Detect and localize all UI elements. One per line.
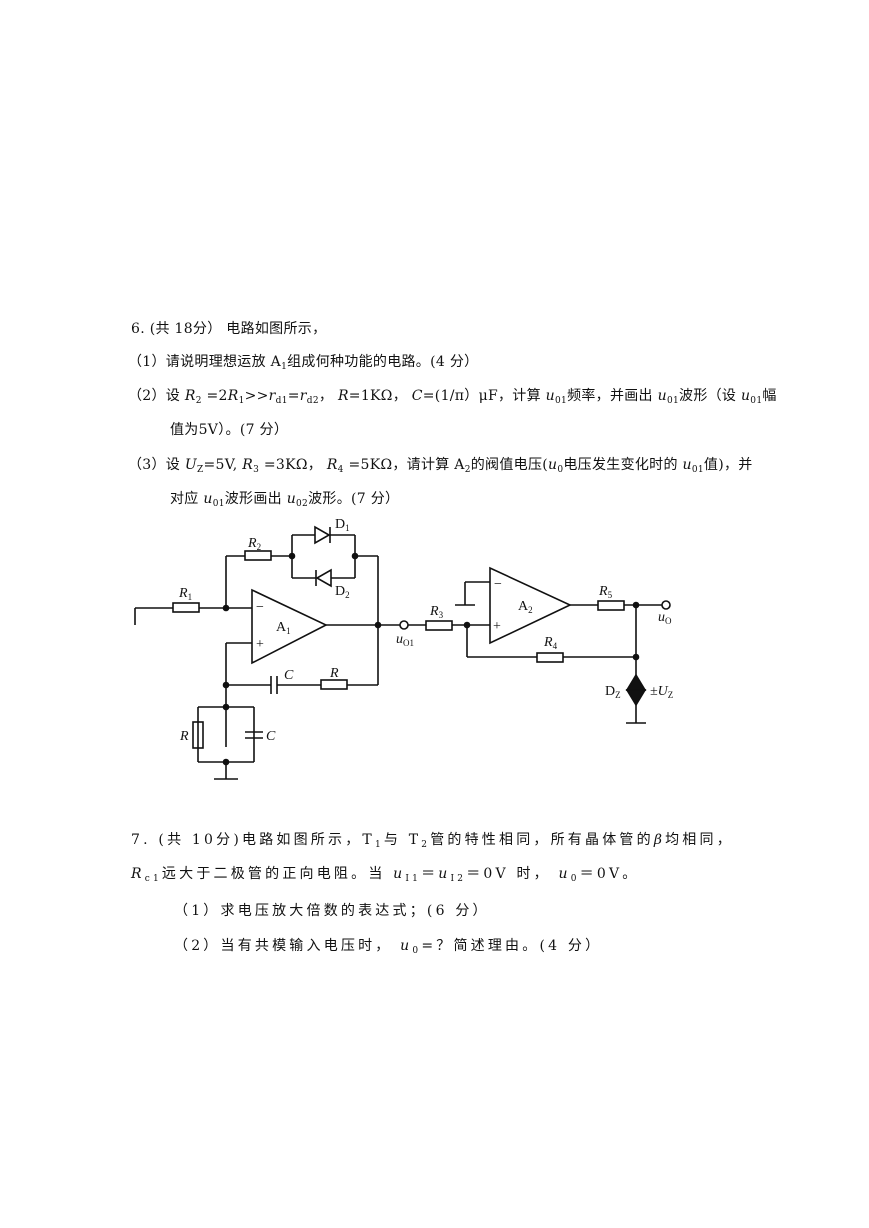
q7-part2: （2）当有共模输入电压时， u0=？简述理由。(4 分）	[174, 938, 603, 956]
opamp-a1	[251, 588, 328, 665]
ground-bottom-icon	[214, 762, 238, 780]
opamp-a2	[489, 566, 572, 645]
resistor-r2	[244, 550, 272, 561]
q6-part2-line2: 值为5V）。(7 分）	[170, 422, 289, 438]
label-c2: C	[266, 729, 276, 744]
diode-d1-icon	[314, 525, 331, 545]
label-r: R	[329, 666, 339, 681]
q6-part3-line2: 对应 u01波形画出 u02波形。(7 分）	[170, 491, 400, 509]
label-r5: R5	[598, 584, 613, 600]
ground-left-icon	[134, 607, 173, 625]
label-plus2: +	[493, 619, 501, 634]
label-minus2: −	[494, 577, 502, 592]
resistor-r4	[536, 652, 564, 663]
label-a2: A2	[518, 599, 533, 615]
q7-line1: 7. (共 10分)电路如图所示，T1与 T2管的特性相同，所有晶体管的β均相同…	[131, 832, 734, 850]
q6-heading: 6. (共 18分） 电路如图所示，	[131, 321, 327, 337]
label-r1: R1	[178, 586, 192, 602]
resistor-rb	[192, 721, 204, 749]
label-uz: ±UZ	[650, 684, 673, 700]
label-r2: R2	[247, 536, 261, 552]
label-r3: R3	[429, 604, 444, 620]
q7-part1: （1）求电压放大倍数的表达式；(6 分）	[174, 903, 490, 919]
label-c1: C	[284, 668, 294, 683]
zener-dz-icon	[625, 673, 647, 724]
ground-a2-icon	[455, 581, 490, 606]
q6-part1: （1）请说明理想运放 A1组成何种功能的电路。(4 分）	[128, 354, 479, 372]
resistor-r1	[172, 602, 200, 613]
label-dz: DZ	[605, 684, 621, 700]
q6-part3-line1: （3）设 UZ=5V, R3 =3KΩ， R4 =5KΩ，请计算 A2的阀值电压…	[128, 457, 753, 475]
terminal-uo1	[399, 620, 409, 630]
label-d1: D1	[335, 517, 350, 533]
circuit-diagram: D1 D2 R2 R1 A1 − + C R R C uO1 R3 A2 − +…	[134, 517, 673, 780]
label-rb: R	[179, 729, 189, 744]
terminal-uo	[661, 600, 671, 610]
label-plus1: +	[256, 637, 264, 652]
q6-part2-line1: （2）设 R2 =2R1>>rd1=rd2， R=1KΩ， C=(1/π）μF，…	[128, 388, 777, 406]
label-uo1: uO1	[396, 632, 414, 648]
q7-line2: Rc1远大于二极管的正向电阻。当 uI1＝uI2＝0V 时， u0＝0V。	[131, 866, 640, 884]
label-minus1: −	[256, 600, 264, 615]
resistor-r3	[425, 620, 453, 631]
label-uo: uO	[658, 610, 672, 626]
label-d2: D2	[335, 584, 350, 600]
resistor-r	[320, 679, 348, 690]
diode-d2-icon	[315, 568, 332, 588]
label-r4: R4	[543, 635, 558, 651]
resistor-r5	[597, 600, 625, 611]
label-a1: A1	[276, 620, 291, 636]
